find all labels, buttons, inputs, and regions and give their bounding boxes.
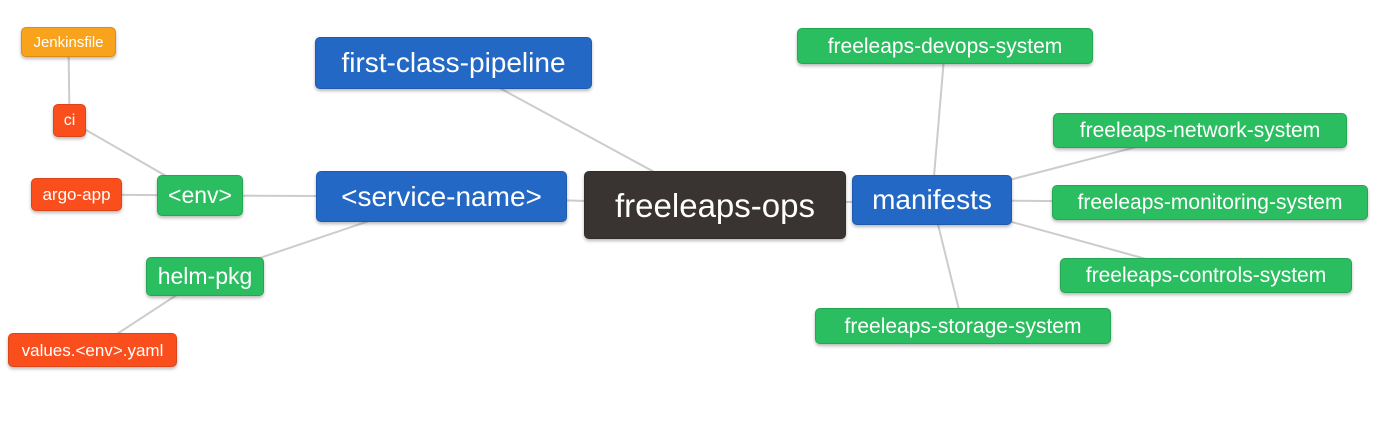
edge-manifests-devops-system (931, 45, 946, 201)
node-label-controls-system: freeleaps-controls-system (1085, 264, 1327, 287)
node-label-network-system: freeleaps-network-system (1079, 119, 1321, 142)
node-ci[interactable]: ci (53, 104, 86, 137)
node-env[interactable]: <env> (157, 175, 243, 216)
node-network-system[interactable]: freeleaps-network-system (1053, 113, 1347, 148)
node-label-ci: ci (63, 111, 76, 129)
node-label-jenkinsfile: Jenkinsfile (33, 33, 104, 51)
node-label-service-name: <service-name> (341, 180, 542, 212)
node-monitoring-system[interactable]: freeleaps-monitoring-system (1052, 185, 1368, 220)
node-label-helm-pkg: helm-pkg (157, 263, 253, 289)
node-first-class-pipeline[interactable]: first-class-pipeline (315, 37, 592, 89)
node-label-values-env-yaml: values.<env>.yaml (21, 340, 164, 360)
node-label-devops-system: freeleaps-devops-system (827, 34, 1063, 58)
node-helm-pkg[interactable]: helm-pkg (146, 257, 264, 296)
node-controls-system[interactable]: freeleaps-controls-system (1060, 258, 1352, 293)
node-argo-app[interactable]: argo-app (31, 178, 122, 211)
node-label-storage-system: freeleaps-storage-system (844, 314, 1082, 338)
node-service-name[interactable]: <service-name> (316, 171, 567, 222)
node-devops-system[interactable]: freeleaps-devops-system (797, 28, 1093, 64)
node-jenkinsfile[interactable]: Jenkinsfile (21, 27, 116, 57)
node-label-manifests: manifests (872, 184, 992, 215)
node-label-freeleaps-ops: freeleaps-ops (615, 186, 815, 224)
node-label-first-class-pipeline: first-class-pipeline (341, 47, 566, 78)
node-label-argo-app: argo-app (42, 185, 111, 204)
node-values-env-yaml[interactable]: values.<env>.yaml (8, 333, 177, 367)
node-storage-system[interactable]: freeleaps-storage-system (815, 308, 1111, 344)
node-freeleaps-ops[interactable]: freeleaps-ops (584, 171, 846, 239)
node-label-monitoring-system: freeleaps-monitoring-system (1077, 191, 1343, 214)
node-label-env: <env> (168, 182, 232, 208)
node-manifests[interactable]: manifests (852, 175, 1012, 225)
